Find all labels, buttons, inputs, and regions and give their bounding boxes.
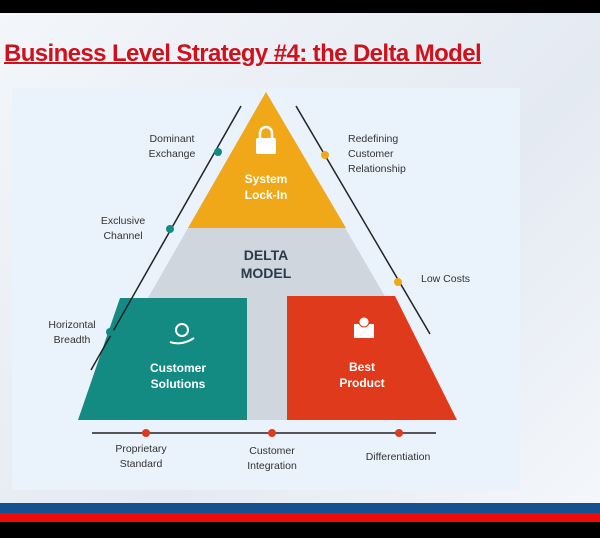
left-label: Exclusive	[101, 215, 146, 227]
right-box-label-2: Product	[339, 376, 384, 390]
bottom-label: Differentiation	[366, 451, 431, 463]
lock-icon	[256, 125, 276, 154]
hand-icon	[169, 323, 195, 345]
right-label: Relationship	[348, 163, 406, 175]
best-product-segment	[287, 296, 457, 420]
blue-stripe	[0, 503, 600, 513]
box-icon	[354, 316, 374, 338]
center-label: DELTA	[244, 247, 289, 263]
right-label: Low Costs	[421, 273, 470, 285]
bottom-label: Customer	[249, 445, 295, 457]
customer-solutions-segment	[78, 298, 247, 420]
left-box-label-2: Solutions	[151, 377, 206, 391]
left-box-label: Customer	[150, 361, 206, 375]
red-stripe	[0, 513, 600, 522]
bottom-label: Standard	[120, 458, 163, 470]
marker-dots	[106, 148, 403, 437]
bottom-label: Integration	[247, 460, 297, 472]
left-label: Breadth	[54, 334, 91, 346]
slide-title: Business Level Strategy #4: the Delta Mo…	[4, 40, 482, 67]
left-label: Horizontal	[48, 319, 95, 331]
left-label: Channel	[103, 230, 142, 242]
center-label-2: MODEL	[241, 265, 292, 281]
bottom-label: Proprietary	[115, 443, 167, 455]
right-box-label: Best	[349, 360, 375, 374]
top-label: System	[245, 172, 288, 186]
right-label: Redefining	[348, 133, 398, 145]
left-label: Exchange	[149, 148, 196, 160]
top-label-2: Lock-In	[245, 188, 288, 202]
left-label: Dominant	[150, 133, 195, 145]
system-lockin-segment	[188, 92, 346, 228]
right-label: Customer	[348, 148, 394, 160]
